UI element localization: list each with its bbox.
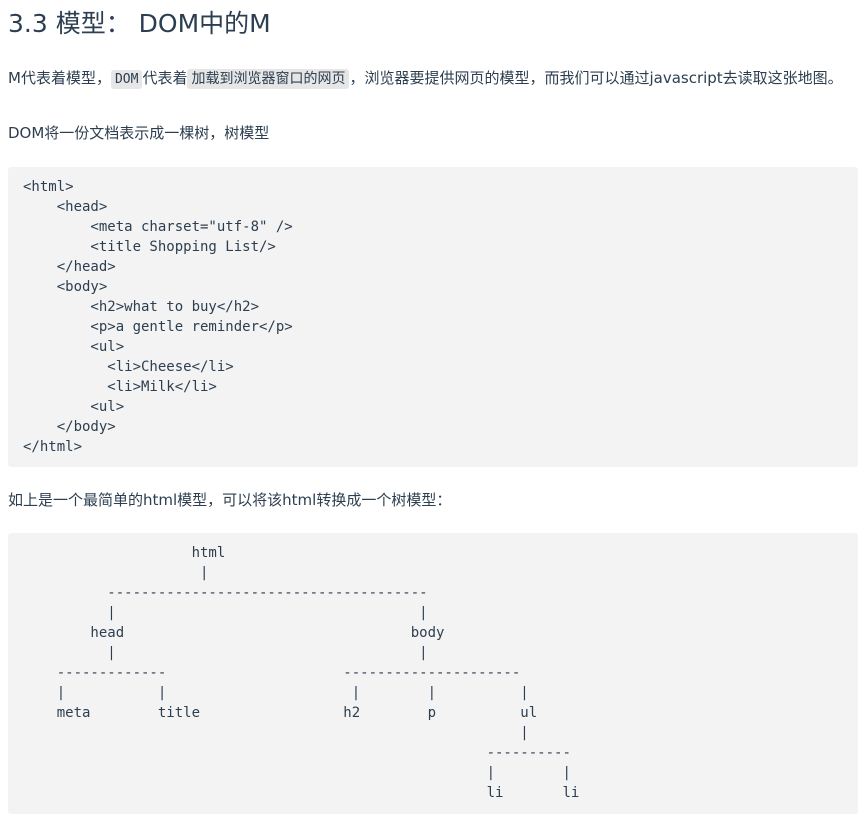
intro-text-3: ，浏览器要提供网页的模型，而我们可以通过javascript去读取这张地图。: [349, 69, 843, 87]
tree-diagram-block: html | ---------------------------------…: [8, 533, 858, 814]
html-code: <html> <head> <meta charset="utf-8" /> <…: [23, 179, 293, 455]
section-title: 3.3 模型： DOM中的M: [8, 9, 271, 38]
dom-tree-description: DOM将一份文档表示成一棵树，树模型: [8, 124, 270, 142]
tree-intro-paragraph: 如上是一个最简单的html模型，可以将该html转换成一个树模型：: [8, 491, 452, 509]
intro-text-1: M代表着模型，: [8, 69, 111, 87]
html-code-block: <html> <head> <meta charset="utf-8" /> <…: [8, 167, 858, 467]
inline-code-webpage: 加载到浏览器窗口的网页: [187, 69, 350, 89]
intro-text-2: 代表着: [142, 69, 188, 87]
tree-diagram: html | ---------------------------------…: [56, 545, 580, 801]
inline-code-dom: DOM: [110, 70, 143, 89]
